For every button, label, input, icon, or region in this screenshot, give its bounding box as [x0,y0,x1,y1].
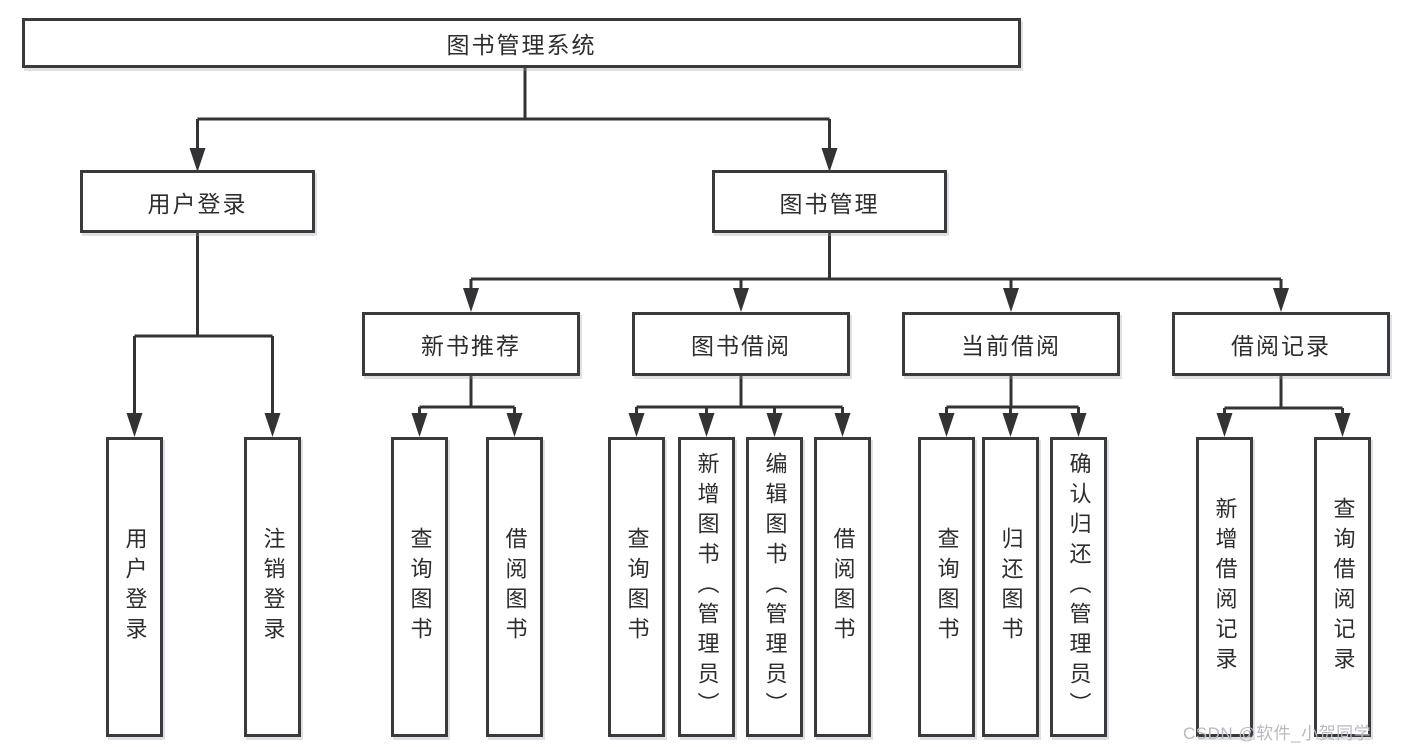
node-new-book-recommend: 新书推荐 [362,312,580,376]
node-current-confirm-return: 确认归还（管理员） [1050,437,1107,737]
node-recommend-borrow-book: 借阅图书 [486,437,543,737]
node-borrow-borrow-book: 借阅图书 [814,437,871,737]
node-record-query-record: 查询借阅记录 [1314,437,1371,737]
arrowhead-icons [126,148,1351,437]
node-login-user-login: 用户登录 [106,437,163,737]
node-borrow-edit-book: 编辑图书（管理员） [746,437,803,737]
node-borrow-record: 借阅记录 [1172,312,1390,376]
node-current-return-book: 归还图书 [982,437,1039,737]
node-user-login: 用户登录 [80,170,315,233]
node-borrow-add-book: 新增图书（管理员） [678,437,735,737]
node-root: 图书管理系统 [22,18,1021,68]
node-current-query-book: 查询图书 [918,437,975,737]
connector-lines [133,68,1344,415]
watermark: CSDN @软件_小贺同学 [1183,724,1372,743]
node-book-borrow: 图书借阅 [632,312,850,376]
node-recommend-query-book: 查询图书 [391,437,448,737]
node-record-add-record: 新增借阅记录 [1196,437,1253,737]
node-borrow-query-book: 查询图书 [608,437,665,737]
node-login-logout: 注销登录 [244,437,301,737]
node-current-borrow: 当前借阅 [902,312,1120,376]
node-book-manage: 图书管理 [712,170,947,233]
